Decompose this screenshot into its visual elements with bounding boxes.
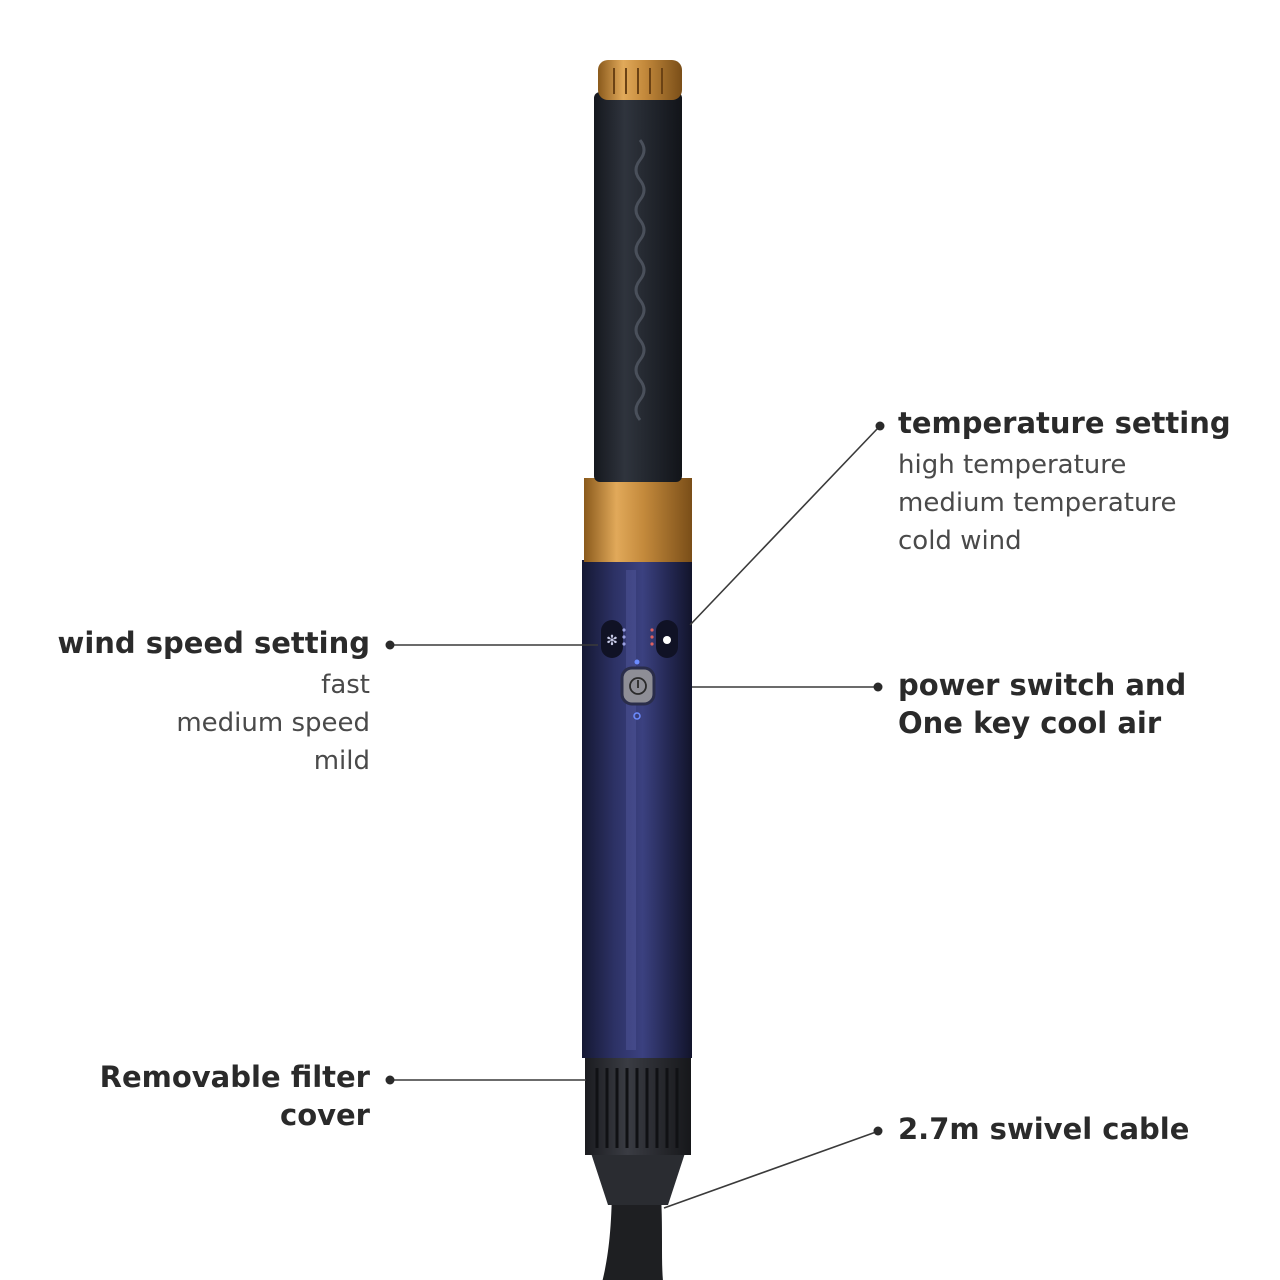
- tip-cap: [598, 60, 682, 100]
- temperature-title: temperature setting: [898, 406, 1231, 440]
- cable-title: 2.7m swivel cable: [898, 1112, 1190, 1146]
- power-callout: power switch and One key cool air: [898, 666, 1186, 742]
- wind-speed-option-medium: medium speed: [176, 708, 370, 738]
- cable-leader-line: [663, 1131, 877, 1209]
- cable-leader-dot: [873, 1126, 883, 1136]
- temperature-indicator-dots: [650, 628, 654, 646]
- temperature-icon: [663, 636, 671, 644]
- handle-highlight: [626, 570, 636, 1050]
- wind-speed-leader-dot: [385, 640, 395, 650]
- power-title-line2: One key cool air: [898, 706, 1162, 740]
- barrel-wave-pattern: [634, 139, 646, 421]
- power-title-line1: power switch and: [898, 668, 1187, 702]
- temperature-option-medium: medium temperature: [898, 488, 1177, 518]
- temperature-leader-line: [689, 427, 879, 626]
- temperature-option-high: high temperature: [898, 450, 1127, 480]
- wind-speed-callout: wind speed setting fast medium speed mil…: [58, 624, 370, 780]
- tip-cap-ridges: [613, 68, 663, 94]
- cable-collar: [590, 1150, 686, 1205]
- filter-title-line2: cover: [280, 1098, 370, 1132]
- wind-speed-title: wind speed setting: [57, 626, 370, 660]
- filter-title-line1: Removable filter: [99, 1060, 370, 1094]
- temperature-option-cold: cold wind: [898, 526, 1022, 556]
- cable-callout: 2.7m swivel cable: [898, 1110, 1189, 1148]
- filter-leader-dot: [385, 1075, 395, 1085]
- wind-speed-indicator-dots: [622, 628, 626, 646]
- power-leader-dot: [873, 682, 883, 692]
- power-indicator-dot: [634, 659, 640, 665]
- temperature-leader-dot: [875, 421, 885, 431]
- fan-icon: ✻: [606, 633, 618, 649]
- wind-speed-button[interactable]: [601, 620, 623, 658]
- filter-callout: Removable filter cover: [100, 1058, 370, 1134]
- power-icon: [629, 677, 647, 695]
- cool-air-indicator: [633, 712, 641, 720]
- wind-speed-option-fast: fast: [321, 670, 370, 700]
- gold-collar: [584, 478, 692, 562]
- filter-grille: [595, 1068, 679, 1148]
- temperature-callout: temperature setting high temperature med…: [898, 404, 1231, 560]
- barrel: [594, 92, 682, 482]
- wind-speed-option-mild: mild: [313, 746, 370, 776]
